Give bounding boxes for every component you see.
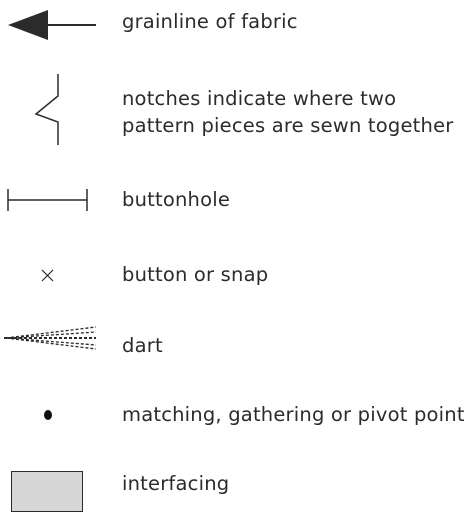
x-mark-icon <box>41 269 54 282</box>
legend-item-matching-point: matching, gathering or pivot point <box>0 395 471 435</box>
interfacing-swatch-icon <box>11 471 83 512</box>
buttonhole-icon <box>7 189 88 211</box>
legend-label-grainline: grainline of fabric <box>122 10 298 33</box>
legend-item-grainline: grainline of fabric <box>0 0 471 50</box>
dot-icon <box>44 410 52 420</box>
legend-label-interfacing: interfacing <box>122 472 230 495</box>
dart-icon <box>4 326 97 350</box>
legend-label-dart: dart <box>122 334 163 357</box>
legend-item-interfacing: interfacing <box>0 460 471 512</box>
notch-icon <box>34 74 59 145</box>
legend-label-button-snap: button or snap <box>122 263 269 286</box>
legend-label-notches-line2: pattern pieces are sewn together <box>122 114 454 137</box>
legend-item-button-snap: button or snap <box>0 255 471 295</box>
legend-item-buttonhole: buttonhole <box>0 180 471 220</box>
legend-label-buttonhole: buttonhole <box>122 188 231 211</box>
legend-item-notches: notches indicate where two pattern piece… <box>0 70 471 150</box>
legend-item-dart: dart <box>0 318 471 368</box>
legend-label-matching-point: matching, gathering or pivot point <box>122 403 465 426</box>
legend-label-notches-line1: notches indicate where two <box>122 87 397 110</box>
arrow-icon <box>8 10 96 40</box>
